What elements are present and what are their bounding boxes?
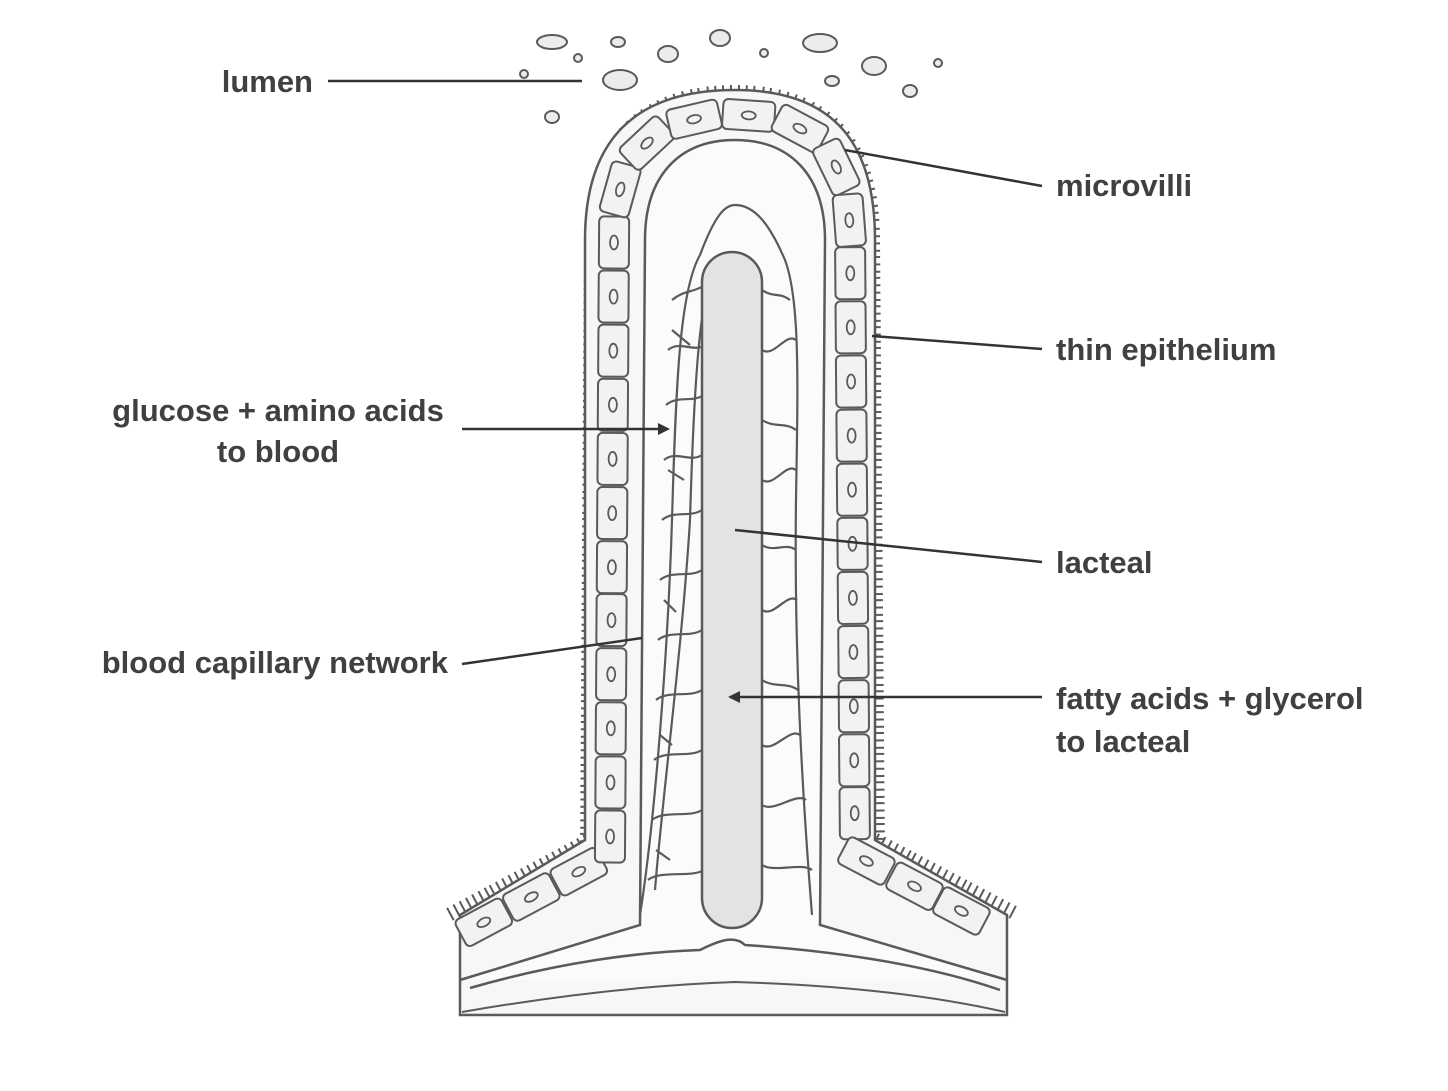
lumen-particle xyxy=(610,36,626,48)
capillary-vessel xyxy=(761,337,797,353)
epithelial-cell xyxy=(838,786,871,841)
glucose-label-line1: glucose + amino acids xyxy=(112,393,444,428)
epithelial-cell xyxy=(834,300,867,355)
epithelial-cell xyxy=(598,160,642,219)
epithelial-cell xyxy=(885,861,944,911)
fatty-acids-label-line1: fatty acids + glycerol xyxy=(1056,681,1364,716)
lumen-particle xyxy=(824,75,840,87)
epithelial-cell xyxy=(838,733,871,788)
epithelial-cell xyxy=(837,679,870,734)
capillary-vessel xyxy=(667,469,685,481)
fatty-acids-label-line2: to lacteal xyxy=(1056,724,1190,759)
epithelial-cell xyxy=(593,809,627,864)
epithelial-cell xyxy=(502,872,561,922)
lumen-particle xyxy=(933,58,943,68)
epithelial-cell xyxy=(596,431,629,486)
epithelial-cell xyxy=(770,103,830,154)
capillary-vessel xyxy=(761,544,797,551)
leader-lines xyxy=(328,79,1043,703)
epithelial-cell xyxy=(594,701,627,756)
epithelial-cell xyxy=(721,98,777,133)
capillary-vessel xyxy=(663,599,677,613)
epithelial-cell xyxy=(597,323,630,378)
epithelial-cell xyxy=(836,570,870,625)
capillary-vessel xyxy=(761,419,797,431)
lacteal-label: lacteal xyxy=(1056,545,1153,580)
lumen-particle xyxy=(861,56,887,76)
capillary-vessel xyxy=(761,289,791,301)
capillary-vessel xyxy=(653,749,703,761)
lumen-particle xyxy=(519,69,529,79)
villus-base-wave xyxy=(469,938,1001,992)
capillary-vessel xyxy=(661,509,703,521)
epithelial-cell xyxy=(618,115,676,171)
epithelial-cell xyxy=(454,897,514,948)
capillary-vessel xyxy=(761,797,807,808)
epithelial-cell xyxy=(594,755,627,810)
lumen-particle xyxy=(802,33,838,53)
epithelial-cell xyxy=(595,540,629,595)
capillary-vessel xyxy=(651,809,703,821)
epithelial-cell xyxy=(835,462,869,517)
labels: lumen microvilli thin epithelium glucose… xyxy=(102,64,1364,759)
capillary-vessel xyxy=(657,629,703,641)
lumen-particle xyxy=(759,48,769,58)
capillary-vessel xyxy=(655,689,703,701)
epithelial-cell xyxy=(597,215,631,270)
lumen-label: lumen xyxy=(222,64,313,99)
blood-capillary-network xyxy=(638,203,814,916)
glucose-label-line2: to blood xyxy=(217,434,339,469)
capillary-vessel xyxy=(659,569,703,581)
villus-base-line xyxy=(461,980,1006,1013)
epithelial-cell xyxy=(834,246,867,301)
thin-epithelium-leader xyxy=(871,334,1043,351)
capillary-vessel xyxy=(638,203,814,916)
lumen-particle xyxy=(573,53,583,63)
lumen-particle xyxy=(709,29,731,47)
epithelial-cell xyxy=(595,647,628,702)
capillary-vessel xyxy=(761,864,813,871)
thin-epithelium-label: thin epithelium xyxy=(1056,332,1276,367)
villus xyxy=(446,84,1017,1017)
blood-capillary-leader xyxy=(461,636,643,666)
capillary-vessel xyxy=(663,454,703,461)
epithelial-cell xyxy=(597,269,630,324)
lacteal-leader xyxy=(734,528,1043,564)
capillary-vessel xyxy=(671,329,691,346)
capillary-vessel xyxy=(761,679,799,691)
lumen-particles xyxy=(519,29,943,124)
lumen-particle xyxy=(536,34,568,50)
lumen-particle xyxy=(544,110,560,124)
epithelial-cell xyxy=(837,624,870,680)
microvilli-label: microvilli xyxy=(1056,168,1192,203)
capillary-vessel xyxy=(761,467,797,483)
epithelial-cell xyxy=(596,377,630,432)
epithelial-cell xyxy=(596,486,629,541)
capillary-vessel xyxy=(761,732,801,748)
blood-capillary-label: blood capillary network xyxy=(102,645,449,680)
epithelial-cell xyxy=(812,137,861,197)
epithelial-cell xyxy=(665,98,723,140)
epithelial-cell xyxy=(831,192,867,248)
capillary-vessel xyxy=(647,869,705,881)
epithelial-cell xyxy=(595,593,628,648)
microvilli-leader xyxy=(844,148,1043,188)
capillary-vessel xyxy=(655,849,671,861)
epithelial-cell xyxy=(837,836,896,886)
epithelial-cells xyxy=(454,98,991,948)
lumen-particle xyxy=(602,69,638,91)
epithelial-cell xyxy=(834,354,868,409)
capillary-vessel xyxy=(659,734,673,746)
lumen-particle xyxy=(657,45,679,63)
lumen-particle xyxy=(902,84,918,98)
epithelial-cell xyxy=(932,886,991,936)
lacteal xyxy=(700,250,764,930)
epithelial-cell xyxy=(835,408,868,463)
capillary-vessel xyxy=(761,597,798,613)
